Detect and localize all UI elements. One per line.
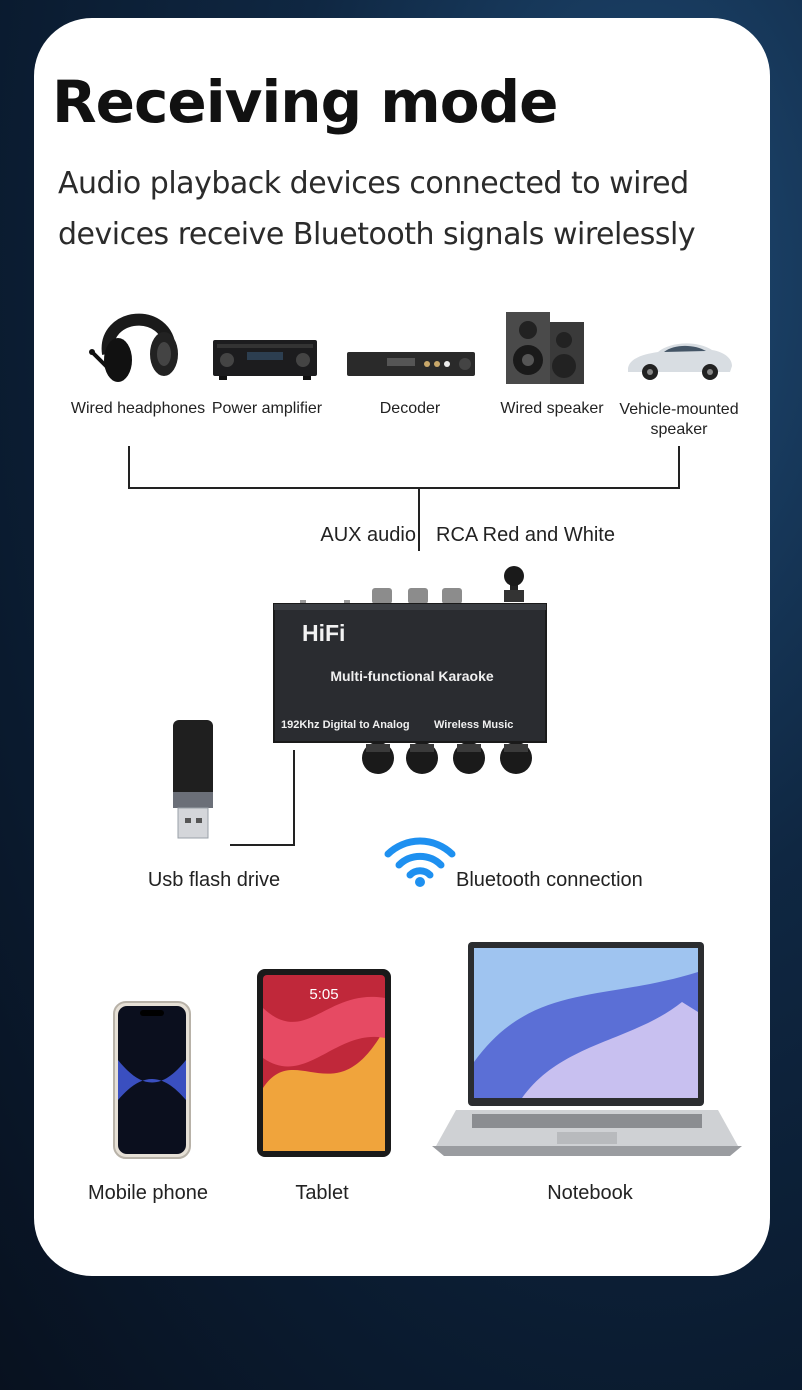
wifi-signal-icon	[384, 837, 456, 887]
rca-label: RCA Red and White	[436, 524, 615, 546]
car-icon	[628, 343, 732, 380]
usb-flash-drive-icon	[173, 720, 213, 839]
mobile-phone-icon	[113, 1001, 191, 1159]
device-spec-right: Wireless Music	[434, 719, 514, 731]
source-label-mobile-phone: Mobile phone	[87, 1182, 209, 1204]
wired-speaker-icon	[506, 312, 584, 384]
output-bracket-bottom	[128, 487, 680, 489]
output-label-decoder: Decoder	[379, 400, 441, 417]
output-label-vehicle-speaker: Vehicle-mounted speaker	[619, 401, 739, 438]
output-label-wired-speaker: Wired speaker	[500, 400, 604, 417]
usb-line-vertical	[293, 750, 295, 846]
power-amplifier-icon	[213, 340, 317, 380]
usb-line-horizontal	[230, 844, 295, 846]
aux-audio-label: AUX audio	[320, 524, 416, 546]
page-title: Receiving mode	[52, 68, 558, 136]
source-label-tablet: Tablet	[295, 1182, 349, 1204]
bluetooth-connection-label: Bluetooth connection	[456, 869, 643, 891]
output-bracket-right	[678, 446, 680, 489]
usb-flash-drive-label: Usb flash drive	[147, 869, 281, 891]
tablet-icon	[257, 969, 391, 1157]
device-name-text: Multi-functional Karaoke	[330, 668, 494, 684]
output-trunk-line	[418, 487, 420, 551]
page-subtitle: Audio playback devices connected to wire…	[58, 166, 696, 252]
source-label-notebook: Notebook	[547, 1182, 633, 1204]
headphones-icon	[89, 313, 178, 382]
output-label-headphones: Wired headphones	[70, 400, 206, 417]
device-spec-left: 192Khz Digital to Analog	[281, 719, 410, 731]
output-bracket-left	[128, 446, 130, 489]
tablet-screen-time: 5:05	[309, 986, 339, 1003]
notebook-icon	[432, 942, 742, 1156]
output-label-power-amplifier: Power amplifier	[211, 400, 323, 417]
decoder-icon	[347, 352, 475, 376]
device-brand-text: HiFi	[302, 620, 346, 646]
karaoke-device-image	[273, 566, 547, 774]
